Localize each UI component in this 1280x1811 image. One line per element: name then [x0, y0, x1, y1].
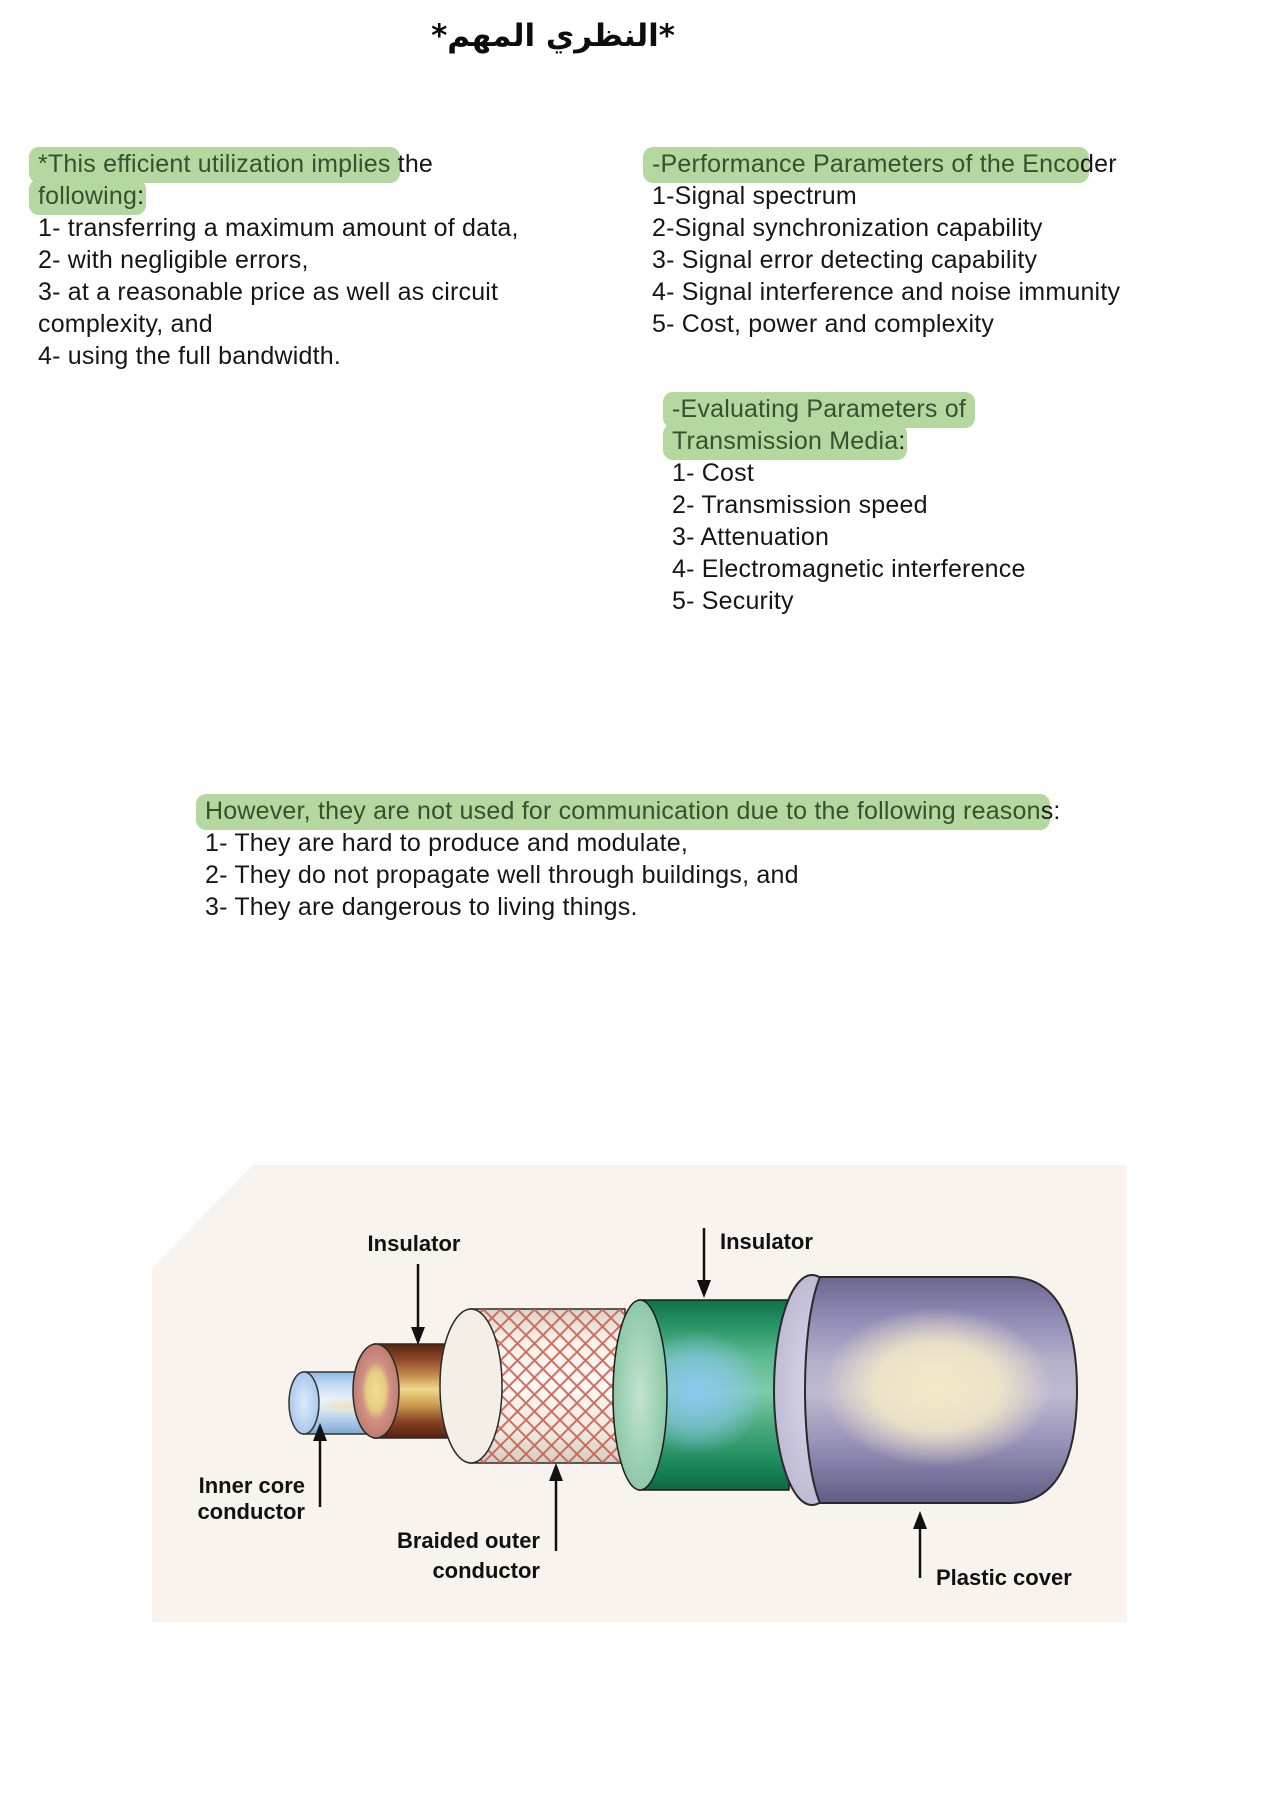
text-line: -Performance Parameters of the Encoder: [643, 147, 1117, 183]
label-insulator-right: Insulator: [720, 1229, 813, 1254]
text-line: 5- Cost, power and complexity: [652, 310, 995, 338]
label-insulator-left: Insulator: [368, 1231, 461, 1256]
plain-text: the: [390, 150, 434, 178]
text-line: -Evaluating Parameters of: [663, 392, 976, 428]
text-line: 3- at a reasonable price as well as circ…: [38, 278, 499, 306]
plain-text: s:: [1040, 797, 1061, 825]
text-line: following:: [29, 179, 147, 215]
text-line: 1- They are hard to produce and modulate…: [205, 829, 689, 857]
text-line: complexity, and: [38, 310, 213, 338]
highlighted-text: following: [29, 179, 147, 215]
highlighted-text: However, they are not used for communica…: [196, 794, 1050, 830]
label-braided-line1: Braided outer: [397, 1528, 540, 1553]
text-line: However, they are not used for communica…: [196, 794, 1061, 830]
text-line: 1- Cost: [672, 459, 754, 487]
text-line: 1-Signal spectrum: [652, 182, 857, 210]
text-line: *This efficient utilization implies the: [29, 147, 434, 183]
page-title: *النظري المهم*: [431, 18, 675, 54]
highlighted-text: -Evaluating Parameters of: [663, 392, 976, 428]
text-line: 3- Signal error detecting capability: [652, 246, 1038, 274]
coaxial-cable-diagram: Insulator Insulator Inner core conductor…: [152, 1165, 1127, 1622]
arrowhead-icon: [697, 1280, 711, 1298]
insulator-green-graphic: [612, 1299, 790, 1491]
text-line: 4- using the full bandwidth.: [38, 342, 342, 370]
arrowhead-icon: [913, 1511, 927, 1529]
text-line: 4- Signal interference and noise immunit…: [652, 278, 1121, 306]
text-line: 3- Attenuation: [672, 523, 830, 551]
highlighted-text: *This efficient utilization implies: [29, 147, 400, 183]
arrowhead-icon: [313, 1423, 327, 1441]
label-plastic-cover: Plastic cover: [936, 1565, 1072, 1590]
plastic-cover-graphic: [773, 1274, 1079, 1506]
plain-text: :: [137, 182, 145, 210]
arrowhead-icon: [411, 1327, 425, 1345]
arrowhead-icon: [549, 1463, 563, 1481]
text-line: 3- They are dangerous to living things.: [205, 893, 638, 921]
highlighted-text: -Performance Parameters of the Enco: [643, 147, 1090, 183]
plain-text: :: [898, 427, 906, 455]
highlighted-text: Transmission Media: [663, 424, 908, 460]
text-line: 5- Security: [672, 587, 794, 615]
text-line: 2- with negligible errors,: [38, 246, 309, 274]
text-line: 2- Transmission speed: [672, 491, 928, 519]
text-line: 1- transferring a maximum amount of data…: [38, 214, 519, 242]
label-inner-core-line2: conductor: [197, 1499, 305, 1524]
text-line: 4- Electromagnetic interference: [672, 555, 1026, 583]
label-inner-core-line1: Inner core: [199, 1473, 305, 1498]
annotation-arrows: [318, 1228, 922, 1578]
label-braided-line2: conductor: [432, 1558, 540, 1583]
plain-text: der: [1080, 150, 1117, 178]
text-line: 2-Signal synchronization capability: [652, 214, 1043, 242]
text-line: 2- They do not propagate well through bu…: [205, 861, 799, 889]
arrowheads: [313, 1280, 927, 1529]
braided-outer-conductor-graphic: [439, 1308, 626, 1464]
text-line: Transmission Media:: [663, 424, 908, 460]
